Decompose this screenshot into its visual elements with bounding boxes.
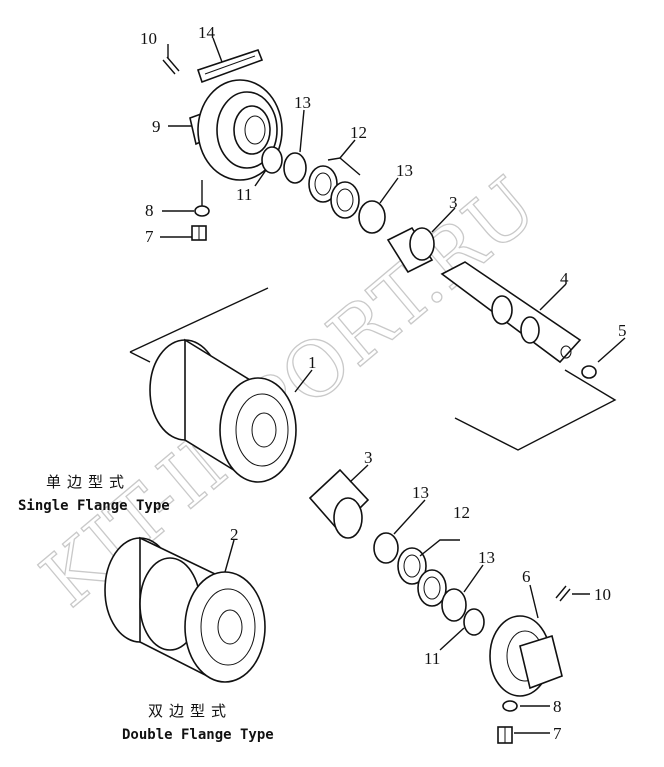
label-13-c: 13 [412, 483, 429, 502]
part-2-double-flange-roller [104, 536, 266, 683]
part-3-bushing-bottom [308, 468, 370, 539]
part-8-washer-top [194, 205, 210, 217]
part-5-plug [581, 365, 597, 379]
part-11-ring-top [261, 146, 283, 174]
label-3-top: 3 [449, 193, 458, 212]
part-1-single-flange-roller [149, 338, 297, 483]
caption-double-cn: 双边型式 [148, 702, 232, 720]
part-4-shaft [440, 261, 582, 364]
label-8-bottom: 8 [553, 697, 562, 716]
part-12-seal-bottom [397, 547, 447, 607]
label-11-top: 11 [236, 185, 252, 204]
part-13-ring-top-2 [358, 200, 386, 234]
label-6: 6 [522, 567, 531, 586]
part-12-seal-top [308, 165, 360, 219]
part-10-pin-top [162, 56, 180, 75]
leader-lines [160, 37, 626, 734]
label-11-bottom: 11 [424, 649, 440, 668]
frame-line-top [129, 287, 269, 353]
caption-single-cn: 单边型式 [46, 473, 130, 491]
label-13-b: 13 [396, 161, 413, 180]
part-13-ring-bottom-1 [373, 532, 399, 564]
part-13-ring-bottom-2 [441, 588, 467, 622]
label-10-bottom: 10 [594, 585, 611, 604]
caption-double-en: Double Flange Type [122, 727, 274, 743]
part-11-ring-bottom [463, 608, 485, 636]
watermark: KIT-IMPORT.RU [24, 160, 553, 624]
top-collar-housing [197, 79, 283, 181]
label-3-bottom: 3 [364, 448, 373, 467]
frame-line-left [129, 351, 151, 363]
caption-single-en: Single Flange Type [18, 498, 170, 514]
part-13-ring-top-1 [283, 152, 307, 184]
label-4: 4 [560, 269, 569, 288]
label-9: 9 [152, 117, 161, 136]
part-14-plate [196, 49, 264, 84]
frame-line-right [454, 369, 617, 451]
part-7-bolt-bottom [497, 726, 513, 744]
label-2: 2 [230, 525, 239, 544]
label-1: 1 [308, 353, 317, 372]
part-10-pin-bottom [555, 585, 571, 602]
label-8-top: 8 [145, 201, 154, 220]
label-5: 5 [618, 321, 627, 340]
label-12-bottom: 12 [453, 503, 470, 522]
label-7-bottom: 7 [553, 724, 562, 743]
part-6-collar-bottom [489, 615, 563, 697]
label-13-d: 13 [478, 548, 495, 567]
label-13-a: 13 [294, 93, 311, 112]
part-8-washer-bottom [502, 700, 518, 712]
part-7-bolt-top [191, 225, 207, 241]
label-7-top: 7 [145, 227, 154, 246]
part-3-bushing-top [386, 226, 435, 274]
label-12-top: 12 [350, 123, 367, 142]
label-14: 14 [198, 23, 216, 42]
label-10-top: 10 [140, 29, 157, 48]
